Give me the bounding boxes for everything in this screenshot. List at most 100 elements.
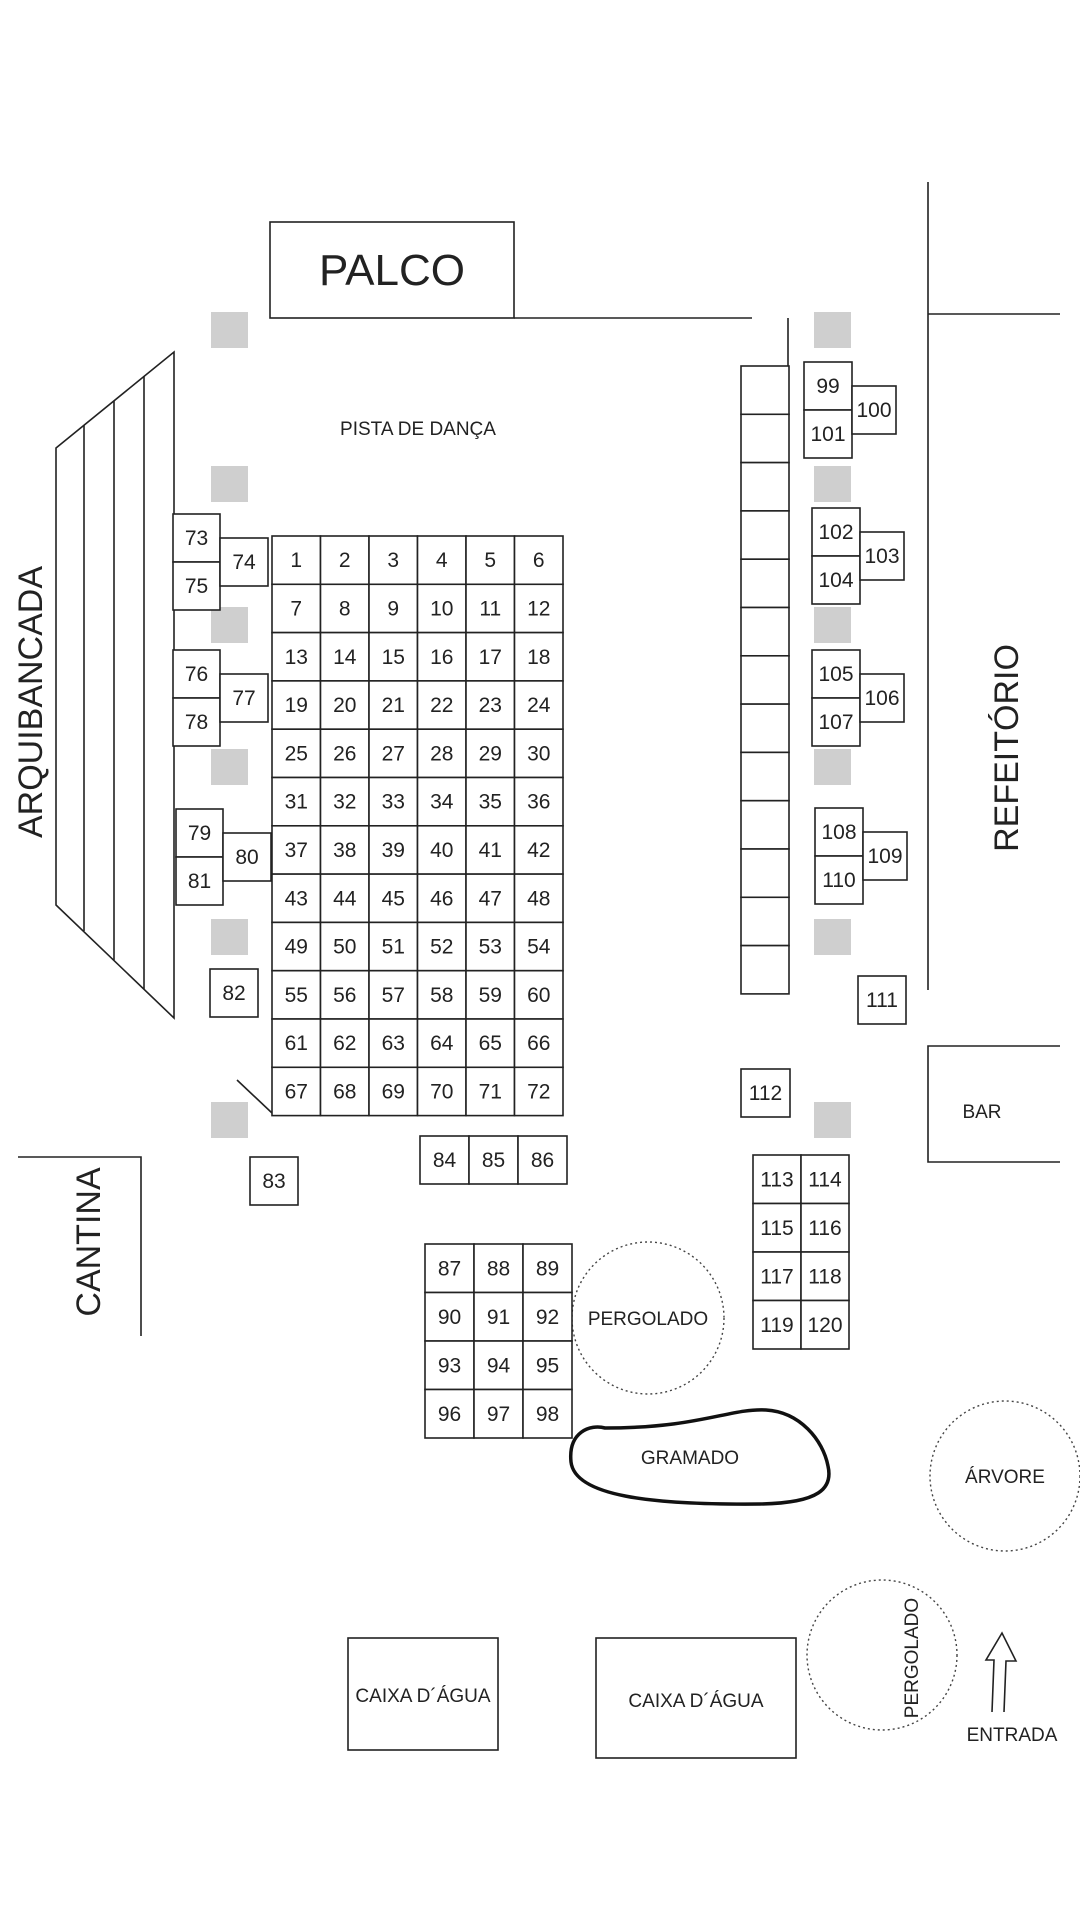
table-11[interactable]: 11 (465, 583, 516, 634)
table-90[interactable]: 90 (424, 1291, 475, 1342)
table-63[interactable]: 63 (368, 1018, 419, 1069)
table-4[interactable]: 4 (416, 535, 467, 586)
table-102[interactable]: 102 (811, 507, 861, 557)
table-89[interactable]: 89 (522, 1243, 573, 1294)
table-97[interactable]: 97 (473, 1388, 524, 1439)
table-23[interactable]: 23 (465, 680, 516, 731)
table-48[interactable]: 48 (513, 873, 564, 924)
table-117[interactable]: 117 (752, 1251, 802, 1302)
table-18[interactable]: 18 (513, 631, 564, 682)
table-14[interactable]: 14 (319, 631, 370, 682)
table-20[interactable]: 20 (319, 680, 370, 731)
table-100[interactable]: 100 (851, 385, 897, 435)
table-116[interactable]: 116 (800, 1202, 850, 1253)
table-7[interactable]: 7 (271, 583, 322, 634)
table-61[interactable]: 61 (271, 1018, 322, 1069)
table-56[interactable]: 56 (319, 969, 370, 1020)
table-39[interactable]: 39 (368, 824, 419, 875)
table-9[interactable]: 9 (368, 583, 419, 634)
table-26[interactable]: 26 (319, 728, 370, 779)
table-29[interactable]: 29 (465, 728, 516, 779)
table-69[interactable]: 69 (368, 1066, 419, 1117)
table-55[interactable]: 55 (271, 969, 322, 1020)
table-84[interactable]: 84 (419, 1135, 470, 1185)
table-47[interactable]: 47 (465, 873, 516, 924)
table-111[interactable]: 111 (857, 975, 907, 1025)
table-99[interactable]: 99 (803, 361, 853, 411)
table-107[interactable]: 107 (811, 697, 861, 747)
table-17[interactable]: 17 (465, 631, 516, 682)
table-41[interactable]: 41 (465, 824, 516, 875)
table-64[interactable]: 64 (416, 1018, 467, 1069)
table-46[interactable]: 46 (416, 873, 467, 924)
table-15[interactable]: 15 (368, 631, 419, 682)
table-110[interactable]: 110 (814, 855, 864, 905)
table-108[interactable]: 108 (814, 807, 864, 857)
table-115[interactable]: 115 (752, 1202, 802, 1253)
table-6[interactable]: 6 (513, 535, 564, 586)
table-104[interactable]: 104 (811, 555, 861, 605)
table-33[interactable]: 33 (368, 776, 419, 827)
table-101[interactable]: 101 (803, 409, 853, 459)
table-95[interactable]: 95 (522, 1340, 573, 1391)
table-32[interactable]: 32 (319, 776, 370, 827)
table-51[interactable]: 51 (368, 921, 419, 972)
table-8[interactable]: 8 (319, 583, 370, 634)
table-10[interactable]: 10 (416, 583, 467, 634)
table-77[interactable]: 77 (219, 673, 269, 723)
table-60[interactable]: 60 (513, 969, 564, 1020)
table-3[interactable]: 3 (368, 535, 419, 586)
table-57[interactable]: 57 (368, 969, 419, 1020)
table-21[interactable]: 21 (368, 680, 419, 731)
table-52[interactable]: 52 (416, 921, 467, 972)
table-68[interactable]: 68 (319, 1066, 370, 1117)
table-34[interactable]: 34 (416, 776, 467, 827)
table-67[interactable]: 67 (271, 1066, 322, 1117)
table-72[interactable]: 72 (513, 1066, 564, 1117)
table-58[interactable]: 58 (416, 969, 467, 1020)
table-86[interactable]: 86 (517, 1135, 568, 1185)
table-36[interactable]: 36 (513, 776, 564, 827)
table-1[interactable]: 1 (271, 535, 322, 586)
table-109[interactable]: 109 (862, 831, 908, 881)
table-70[interactable]: 70 (416, 1066, 467, 1117)
table-74[interactable]: 74 (219, 537, 269, 587)
table-91[interactable]: 91 (473, 1291, 524, 1342)
table-106[interactable]: 106 (859, 673, 905, 723)
table-114[interactable]: 114 (800, 1154, 850, 1205)
table-66[interactable]: 66 (513, 1018, 564, 1069)
table-59[interactable]: 59 (465, 969, 516, 1020)
table-82[interactable]: 82 (209, 968, 259, 1018)
table-79[interactable]: 79 (175, 808, 224, 858)
table-30[interactable]: 30 (513, 728, 564, 779)
table-31[interactable]: 31 (271, 776, 322, 827)
table-85[interactable]: 85 (468, 1135, 519, 1185)
table-92[interactable]: 92 (522, 1291, 573, 1342)
table-16[interactable]: 16 (416, 631, 467, 682)
table-113[interactable]: 113 (752, 1154, 802, 1205)
table-62[interactable]: 62 (319, 1018, 370, 1069)
table-25[interactable]: 25 (271, 728, 322, 779)
table-5[interactable]: 5 (465, 535, 516, 586)
table-120[interactable]: 120 (800, 1299, 850, 1350)
table-2[interactable]: 2 (319, 535, 370, 586)
table-28[interactable]: 28 (416, 728, 467, 779)
table-53[interactable]: 53 (465, 921, 516, 972)
table-35[interactable]: 35 (465, 776, 516, 827)
table-94[interactable]: 94 (473, 1340, 524, 1391)
table-83[interactable]: 83 (249, 1156, 299, 1206)
table-43[interactable]: 43 (271, 873, 322, 924)
table-96[interactable]: 96 (424, 1388, 475, 1439)
table-112[interactable]: 112 (740, 1068, 791, 1118)
table-88[interactable]: 88 (473, 1243, 524, 1294)
table-65[interactable]: 65 (465, 1018, 516, 1069)
table-19[interactable]: 19 (271, 680, 322, 731)
table-103[interactable]: 103 (859, 531, 905, 581)
table-54[interactable]: 54 (513, 921, 564, 972)
table-40[interactable]: 40 (416, 824, 467, 875)
table-78[interactable]: 78 (172, 697, 221, 747)
table-24[interactable]: 24 (513, 680, 564, 731)
table-118[interactable]: 118 (800, 1251, 850, 1302)
table-98[interactable]: 98 (522, 1388, 573, 1439)
table-87[interactable]: 87 (424, 1243, 475, 1294)
